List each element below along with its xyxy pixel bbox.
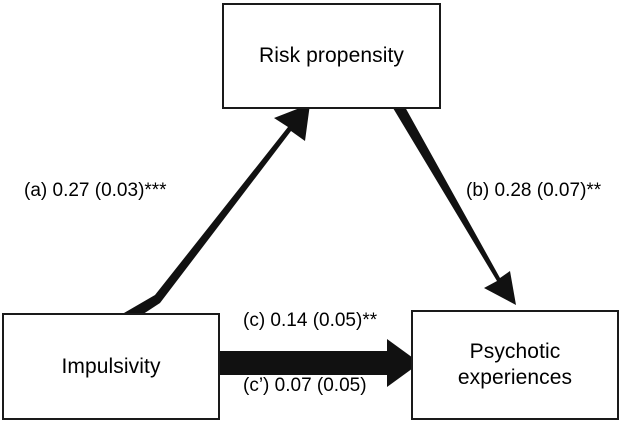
path-c-prime-label: (c’) 0.07 (0.05) xyxy=(243,375,367,396)
node-risk-propensity-label: Risk propensity xyxy=(258,44,405,68)
arrow-path-c xyxy=(220,339,420,387)
node-psychotic-experiences[interactable]: Psychotic experiences xyxy=(411,310,619,420)
node-impulsivity[interactable]: Impulsivity xyxy=(2,313,220,420)
arrow-path-a xyxy=(124,104,310,322)
node-psychotic-experiences-label: Psychotic experiences xyxy=(457,340,573,389)
node-risk-propensity[interactable]: Risk propensity xyxy=(222,3,441,109)
node-impulsivity-label: Impulsivity xyxy=(61,354,161,378)
path-c-label: (c) 0.14 (0.05)** xyxy=(243,310,378,331)
arrow-path-b xyxy=(363,96,516,305)
path-b-label: (b) 0.28 (0.07)** xyxy=(466,180,602,201)
path-a-label: (a) 0.27 (0.03)*** xyxy=(24,180,167,201)
